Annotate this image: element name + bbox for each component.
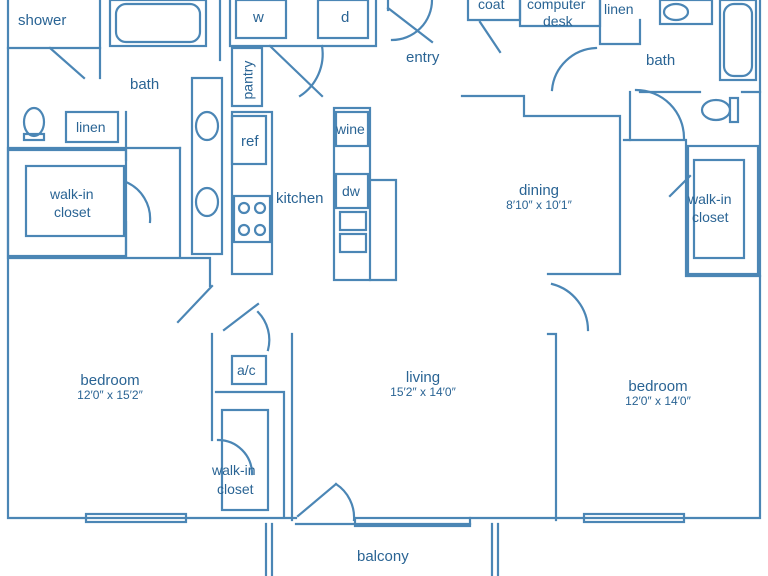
vanity xyxy=(190,76,224,256)
wall xyxy=(550,282,590,332)
walkin-closet-right-1: walk-in xyxy=(688,191,732,207)
closet-wall xyxy=(6,148,128,258)
wall xyxy=(460,94,622,276)
ac xyxy=(230,354,268,386)
entry-label: entry xyxy=(406,49,440,66)
bedroom-right-dim: 12′0″ x 14′0″ xyxy=(625,394,691,409)
sink-basin xyxy=(338,210,368,232)
door-swing xyxy=(176,284,214,324)
window xyxy=(582,512,686,524)
toilet xyxy=(700,98,732,122)
island xyxy=(332,106,372,282)
window xyxy=(84,512,188,524)
shower-label: shower xyxy=(18,12,67,29)
door-swing xyxy=(124,180,152,224)
pantry-wall xyxy=(230,46,264,108)
door-swing xyxy=(222,302,260,332)
wall xyxy=(622,138,762,278)
ac-label: a/c xyxy=(237,362,256,378)
closet-inner xyxy=(24,164,126,238)
ref xyxy=(230,114,268,166)
dw xyxy=(334,172,370,210)
closet-inner xyxy=(692,158,746,260)
linen-shelf xyxy=(64,110,120,144)
ref-label: ref xyxy=(241,133,259,150)
island-ext xyxy=(368,178,398,282)
walkin-closet-left-1: walk-in xyxy=(50,186,94,202)
door-swing xyxy=(256,310,271,352)
kitchen-label: kitchen xyxy=(276,190,324,207)
balcony-rail xyxy=(264,522,500,576)
tub-inner xyxy=(722,2,754,78)
bedroom-right-name: bedroom xyxy=(628,378,688,395)
wine-label: wine xyxy=(336,121,365,137)
dw-label: dw xyxy=(342,183,360,199)
door-swing xyxy=(296,482,338,518)
dryer-label: d xyxy=(341,9,350,26)
bath-left-label: bath xyxy=(130,76,160,93)
sink xyxy=(662,2,690,22)
coat-label: coat xyxy=(478,0,505,12)
door-swing xyxy=(550,46,598,92)
computer-desk-label-2: desk xyxy=(543,13,573,29)
bath-right-label: bath xyxy=(646,52,676,69)
window xyxy=(353,516,472,528)
door-swing xyxy=(668,174,692,198)
door-swing xyxy=(390,0,434,42)
walkin-closet-center-1: walk-in xyxy=(212,462,256,478)
balcony-label: balcony xyxy=(357,548,409,565)
wine xyxy=(334,110,370,148)
door-swing xyxy=(298,44,324,98)
wall xyxy=(214,390,286,518)
living-dim: 15′2″ x 14′0″ xyxy=(390,385,456,400)
closet-inner xyxy=(220,408,270,512)
bedroom-left-dim: 12′0″ x 15′2″ xyxy=(77,388,143,403)
walkin-closet-left-2: closet xyxy=(54,204,91,220)
living-label: living 15′2″ x 14′0″ xyxy=(371,369,475,400)
washer-label: w xyxy=(253,9,264,26)
bedroom-right-label: bedroom 12′0″ x 14′0″ xyxy=(606,378,710,409)
linen-left-label: linen xyxy=(76,119,106,135)
bedroom-left-name: bedroom xyxy=(80,372,140,389)
dining-label: dining 8′10″ x 10′1″ xyxy=(499,182,579,213)
exterior-wall xyxy=(468,0,762,520)
toilet-tank xyxy=(728,96,740,124)
door-swing xyxy=(334,482,356,522)
bedroom-left-label: bedroom 12′0″ x 15′2″ xyxy=(58,372,162,403)
wall xyxy=(546,332,558,522)
door-swing xyxy=(634,88,686,140)
walkin-closet-center-2: closet xyxy=(217,481,254,497)
wall xyxy=(228,0,378,48)
door-swing xyxy=(216,438,254,476)
sink-basin xyxy=(338,232,368,254)
computer-desk-label-1: computer xyxy=(527,0,586,12)
tub xyxy=(718,0,758,82)
counter xyxy=(230,110,274,276)
closet-wall xyxy=(686,144,760,276)
door-swing xyxy=(386,6,434,44)
vanity-right xyxy=(658,0,714,26)
dining-dim: 8′10″ x 10′1″ xyxy=(506,198,572,213)
tub-inner xyxy=(114,2,202,44)
sink xyxy=(194,186,220,218)
sink xyxy=(194,110,220,142)
wall xyxy=(598,0,642,46)
tub xyxy=(108,0,208,48)
range xyxy=(232,194,272,244)
dryer xyxy=(316,0,370,40)
washer xyxy=(234,0,288,40)
toilet-tank xyxy=(22,132,46,142)
living-name: living xyxy=(405,369,441,386)
dining-name: dining xyxy=(518,182,560,199)
walkin-closet-right-2: closet xyxy=(692,209,729,225)
wall xyxy=(6,256,212,288)
toilet xyxy=(22,106,46,138)
shower-door xyxy=(48,46,86,80)
linen-right-label: linen xyxy=(604,1,634,17)
pantry-label: pantry xyxy=(239,60,256,100)
door-swing xyxy=(268,44,324,98)
door-swing xyxy=(478,20,502,54)
